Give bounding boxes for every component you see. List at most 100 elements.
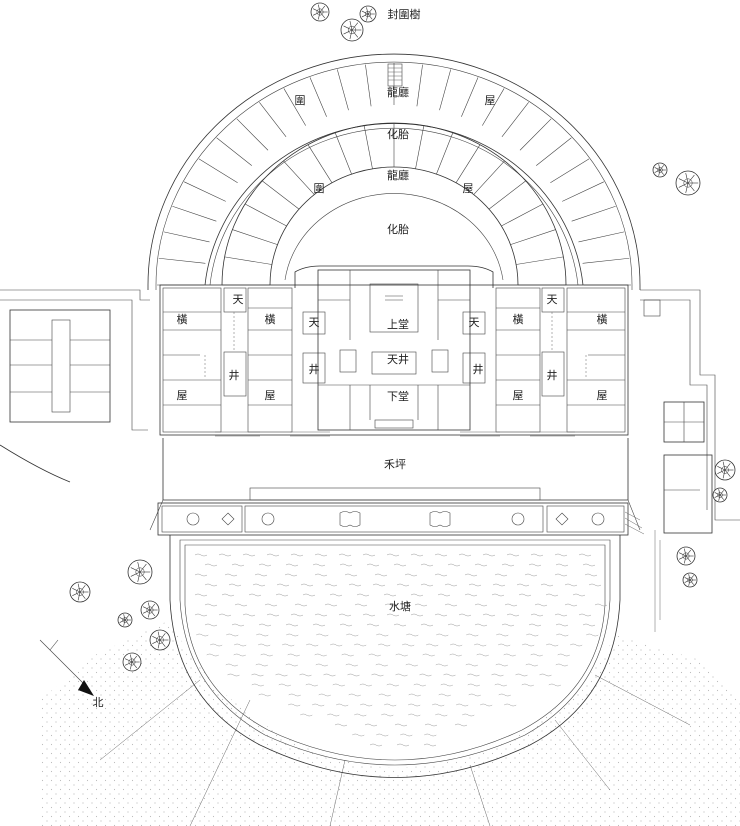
water-ripple xyxy=(312,703,325,707)
tree-icon xyxy=(714,459,736,481)
tree-icon xyxy=(140,600,160,620)
room-divider xyxy=(307,144,333,183)
water-ripple xyxy=(419,673,432,677)
label-shuitang: 水塘 xyxy=(389,599,411,613)
water-ripple xyxy=(554,613,568,617)
water-ripple xyxy=(465,663,478,667)
tree-icon xyxy=(359,5,377,23)
water-ripple xyxy=(420,623,434,627)
room-divider xyxy=(216,137,252,166)
water-ripple xyxy=(408,713,421,717)
water-ripple xyxy=(266,553,280,557)
room-divider xyxy=(436,132,454,175)
water-ripple xyxy=(476,653,489,657)
front-wall xyxy=(157,502,645,536)
water-ripple xyxy=(258,693,271,697)
room-divider xyxy=(283,88,306,126)
water-ripple xyxy=(406,633,419,637)
water-ripple xyxy=(233,653,246,657)
room-divider xyxy=(158,257,206,264)
water-ripple xyxy=(449,653,462,657)
label-north: 北 xyxy=(93,696,104,709)
water-ripple xyxy=(371,673,384,677)
water-ripple xyxy=(252,583,266,587)
water-ripple xyxy=(584,573,598,577)
water-ripple xyxy=(285,623,299,627)
water-ripple xyxy=(582,623,596,627)
water-ripple xyxy=(395,653,408,657)
water-ripple xyxy=(394,723,408,727)
label-wei-outer: 圍 xyxy=(295,94,306,107)
room-divider xyxy=(184,181,226,202)
water-ripple xyxy=(464,573,478,577)
water-ripple xyxy=(458,553,472,557)
water-ripple xyxy=(231,623,245,627)
water-ripple xyxy=(456,703,469,707)
room-divider xyxy=(501,203,544,227)
water-ripple xyxy=(564,583,578,587)
water-ripple xyxy=(231,563,245,567)
water-ripple xyxy=(435,663,448,667)
water-ripple xyxy=(258,643,271,647)
water-ripple xyxy=(467,683,480,687)
water-ripple xyxy=(221,593,235,597)
label-heng-l2: 橫 xyxy=(265,312,276,326)
label-tian-r1: 天 xyxy=(547,293,558,306)
room-divider xyxy=(336,69,349,111)
water-ripple xyxy=(234,603,248,607)
water-ripple xyxy=(285,563,299,567)
water-ripple xyxy=(447,563,461,567)
water-ripple xyxy=(266,613,280,617)
room-divider xyxy=(363,125,373,169)
water-ripple xyxy=(548,683,561,687)
water-ripple xyxy=(588,583,602,587)
label-shangtang: 上堂 xyxy=(387,318,409,331)
tree-icon xyxy=(340,18,364,42)
water-ripple xyxy=(545,593,559,597)
water-ripple xyxy=(468,583,482,587)
water-ripple xyxy=(196,633,209,637)
threshing-floor xyxy=(149,438,641,531)
water-ripple xyxy=(420,563,434,567)
water-ripple xyxy=(492,583,506,587)
room-divider xyxy=(163,231,210,243)
water-ripple xyxy=(378,643,391,647)
water-ripple xyxy=(339,563,353,567)
room-divider xyxy=(439,69,452,111)
water-ripple xyxy=(288,703,301,707)
water-ripple xyxy=(491,593,505,597)
water-ripple xyxy=(494,573,508,577)
label-heng-r2: 橫 xyxy=(513,312,524,326)
water-ripple xyxy=(440,683,453,687)
water-ripple xyxy=(386,553,400,557)
water-ripple xyxy=(466,633,479,637)
water-ripple xyxy=(501,563,515,567)
label-heng-r1: 橫 xyxy=(597,312,608,326)
water-ripple xyxy=(204,563,218,567)
label-wu-r1: 屋 xyxy=(597,389,608,402)
water-ripple xyxy=(400,733,413,737)
water-ripple xyxy=(315,663,328,667)
water-ripple xyxy=(464,593,478,597)
water-ripple xyxy=(408,703,421,707)
pond xyxy=(169,535,621,778)
water-ripple xyxy=(554,553,568,557)
water-ripple xyxy=(324,603,338,607)
water-ripple xyxy=(314,553,328,557)
water-ripple xyxy=(194,613,208,617)
water-ripple xyxy=(227,673,240,677)
main-building-block xyxy=(159,265,629,437)
water-ripple xyxy=(413,683,426,687)
water-ripple xyxy=(474,623,488,627)
water-ripple xyxy=(294,603,308,607)
water-ripple xyxy=(480,703,493,707)
room-divider xyxy=(510,229,556,245)
room-divider xyxy=(259,102,287,138)
room-divider xyxy=(461,77,479,117)
water-ripple xyxy=(299,673,312,677)
tree-icon xyxy=(652,162,668,178)
water-ripple xyxy=(524,573,538,577)
label-wu-l2: 屋 xyxy=(265,389,276,402)
water-ripple xyxy=(424,723,438,727)
water-ripple xyxy=(372,583,386,587)
